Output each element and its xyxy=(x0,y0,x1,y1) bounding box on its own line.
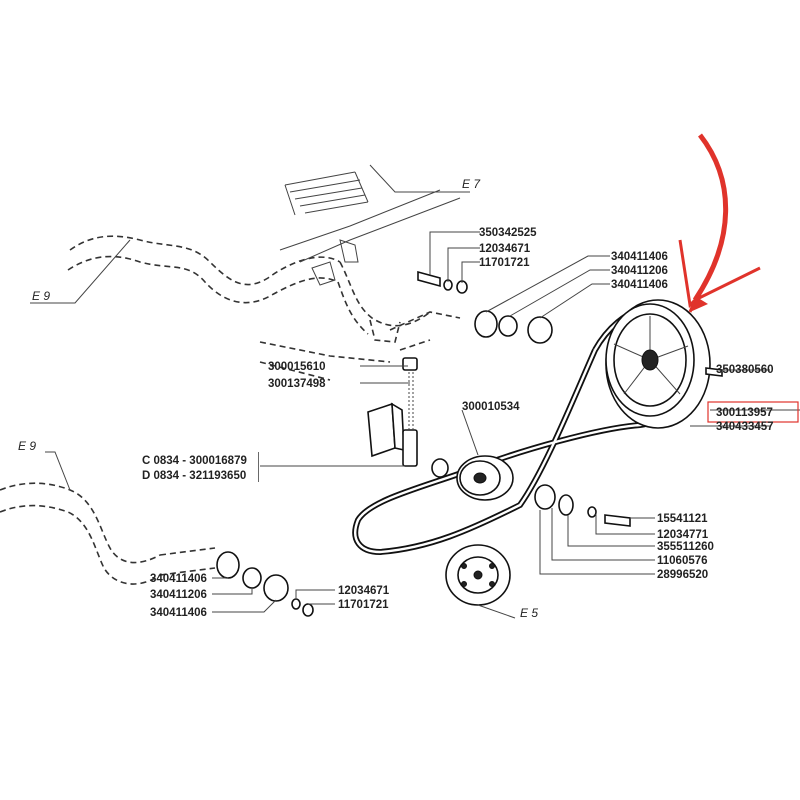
section-e9-top: E 9 xyxy=(32,289,50,303)
part-label[interactable]: 15541121 xyxy=(657,513,708,525)
part-label[interactable]: 28996520 xyxy=(657,569,708,581)
part-label[interactable]: 340411406 xyxy=(611,251,668,263)
frame-tube-lower xyxy=(0,482,216,585)
bearing-set-top xyxy=(417,270,553,344)
part-label[interactable]: 11701721 xyxy=(479,257,530,269)
part-label[interactable]: 12034771 xyxy=(657,529,709,541)
part-label[interactable]: 340411206 xyxy=(150,589,207,601)
part-label[interactable]: 340411406 xyxy=(150,607,207,619)
part-label[interactable]: 350380560 xyxy=(716,364,774,376)
bearing-set-left xyxy=(216,551,314,617)
part-label[interactable]: 340411206 xyxy=(611,265,668,277)
pulley-e5 xyxy=(445,544,511,606)
grille-top xyxy=(284,164,470,216)
part-label[interactable]: 340411406 xyxy=(611,279,668,291)
part-label[interactable]: C 0834 - 300016879 xyxy=(142,455,247,467)
part-label[interactable]: 340411406 xyxy=(150,573,207,585)
frame-bracket-e7 xyxy=(259,189,461,381)
tensioner-bracket xyxy=(367,311,461,467)
part-label[interactable]: 300137498 xyxy=(268,378,326,390)
part-label[interactable]: 12034671 xyxy=(338,585,390,597)
section-e7: E 7 xyxy=(462,177,481,191)
shaft-parts-right xyxy=(534,484,631,527)
section-e5: E 5 xyxy=(520,606,538,620)
part-label[interactable]: 12034671 xyxy=(479,243,531,255)
highlight-arrow xyxy=(678,133,761,313)
idler-pulley xyxy=(431,455,514,501)
frame-tube-upper xyxy=(67,235,431,343)
part-label[interactable]: 355511260 xyxy=(657,541,714,553)
highlighted-part-label[interactable]: 300113957 xyxy=(716,407,773,419)
part-label[interactable]: 11701721 xyxy=(338,599,389,611)
section-e9-left: E 9 xyxy=(18,439,36,453)
part-label[interactable]: 300015610 xyxy=(268,361,326,373)
part-label[interactable]: 300010534 xyxy=(462,401,520,413)
part-label[interactable]: D 0834 - 321193650 xyxy=(142,470,246,482)
main-pulley xyxy=(605,299,723,429)
part-label[interactable]: 11060576 xyxy=(657,555,708,567)
part-label[interactable]: 340433457 xyxy=(716,421,774,433)
leader-lines xyxy=(30,231,800,619)
part-label[interactable]: 350342525 xyxy=(479,227,537,239)
highlight-box xyxy=(707,401,799,423)
label-bracket xyxy=(258,452,259,482)
